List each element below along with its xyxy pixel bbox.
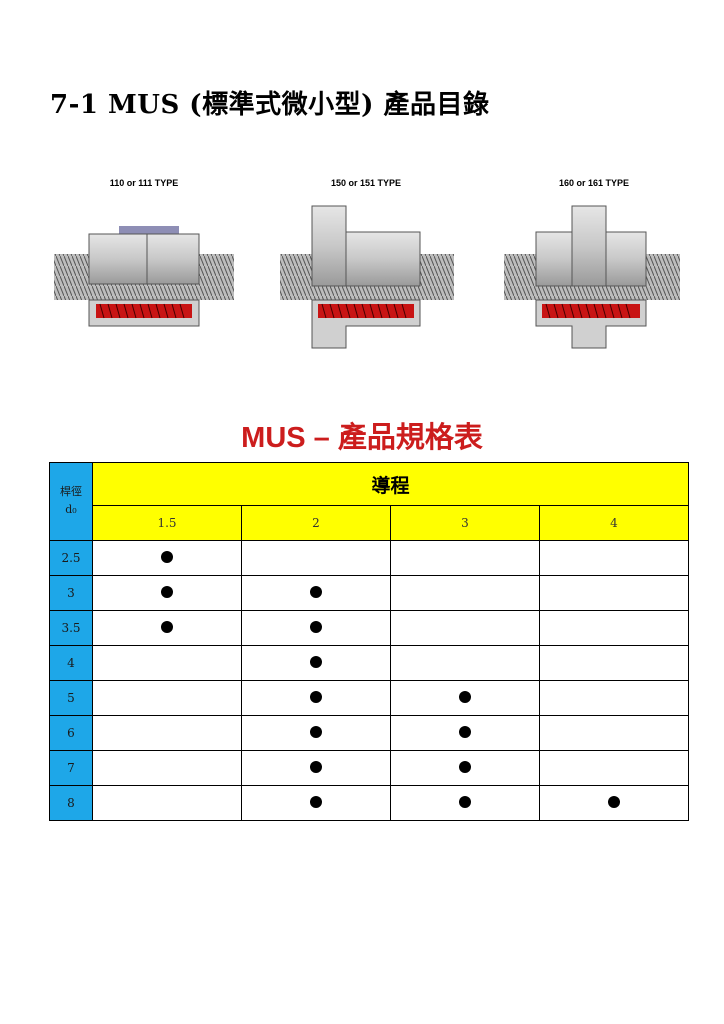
diameter-cell: 5 [49, 680, 93, 716]
availability-cell [92, 540, 242, 576]
available-dot-icon [310, 725, 322, 738]
availability-cell [241, 680, 391, 716]
ball-screw-nut-110-diagram-icon [54, 226, 234, 327]
figure-160-type: 160 or 161 TYPE [494, 178, 694, 358]
lead-value: 3 [390, 505, 540, 541]
available-dot-icon [310, 690, 322, 703]
table-row: 4 [49, 645, 689, 681]
availability-cell [241, 610, 391, 646]
availability-cell [390, 575, 540, 611]
ball-screw-nut-160-diagram-icon [504, 205, 680, 349]
diameter-cell: 3.5 [49, 610, 93, 646]
diameter-header: 桿徑 d₀ [49, 462, 93, 541]
availability-cell [92, 680, 242, 716]
availability-cell [92, 750, 242, 786]
figure-150-type: 150 or 151 TYPE [266, 178, 466, 358]
diameter-header-symbol: d₀ [65, 503, 77, 516]
diameter-cell: 2.5 [49, 540, 93, 576]
diameter-cell: 3 [49, 575, 93, 611]
available-dot-icon [459, 795, 471, 808]
page-title: 7-1 MUS (標準式微小型) 產品目錄 [50, 90, 490, 120]
available-dot-icon [310, 795, 322, 808]
availability-cell [92, 785, 242, 821]
availability-cell [241, 540, 391, 576]
figure-label: 110 or 111 TYPE [109, 178, 179, 188]
availability-cell [539, 610, 689, 646]
available-dot-icon [459, 690, 471, 703]
availability-cell [241, 715, 391, 751]
availability-cell [390, 680, 540, 716]
lead-value: 4 [539, 505, 689, 541]
diameter-cell: 6 [49, 715, 93, 751]
availability-cell [390, 715, 540, 751]
available-dot-icon [310, 585, 322, 598]
availability-cell [241, 750, 391, 786]
available-dot-icon [161, 550, 173, 563]
figure-110-type: 110 or 111 TYPE [44, 178, 244, 358]
availability-cell [241, 785, 391, 821]
table-row: 7 [49, 750, 689, 786]
available-dot-icon [459, 725, 471, 738]
figure-label: 160 or 161 TYPE [558, 178, 630, 188]
diameter-header-label: 桿徑 [60, 485, 82, 498]
available-dot-icon [310, 760, 322, 773]
diameter-cell: 4 [49, 645, 93, 681]
availability-cell [539, 785, 689, 821]
ball-screw-nut-150-diagram-icon [280, 205, 454, 349]
availability-cell [92, 715, 242, 751]
available-dot-icon [608, 795, 620, 808]
availability-cell [92, 610, 242, 646]
table-row: 8 [49, 785, 689, 821]
availability-cell [92, 645, 242, 681]
table-row: 2.5 [49, 540, 689, 576]
availability-cell [390, 540, 540, 576]
availability-cell [92, 575, 242, 611]
available-dot-icon [161, 585, 173, 598]
available-dot-icon [310, 620, 322, 633]
spec-table-title: MUS – 產品規格表 [241, 422, 483, 454]
table-row: 5 [49, 680, 689, 716]
table-row: 3.5 [49, 610, 689, 646]
lead-header: 導程 [92, 462, 689, 506]
availability-cell [539, 750, 689, 786]
availability-cell [390, 785, 540, 821]
available-dot-icon [459, 760, 471, 773]
availability-cell [241, 575, 391, 611]
availability-cell [539, 645, 689, 681]
available-dot-icon [161, 620, 173, 633]
lead-value: 1.5 [92, 505, 242, 541]
availability-cell [539, 680, 689, 716]
availability-cell [539, 540, 689, 576]
table-row: 6 [49, 715, 689, 751]
availability-cell [241, 645, 391, 681]
availability-cell [390, 645, 540, 681]
availability-cell [390, 610, 540, 646]
availability-cell [539, 575, 689, 611]
diameter-cell: 8 [49, 785, 93, 821]
availability-cell [539, 715, 689, 751]
lead-value: 2 [241, 505, 391, 541]
table-row: 3 [49, 575, 689, 611]
availability-cell [390, 750, 540, 786]
diameter-cell: 7 [49, 750, 93, 786]
figure-label: 150 or 151 TYPE [330, 178, 402, 188]
available-dot-icon [310, 655, 322, 668]
